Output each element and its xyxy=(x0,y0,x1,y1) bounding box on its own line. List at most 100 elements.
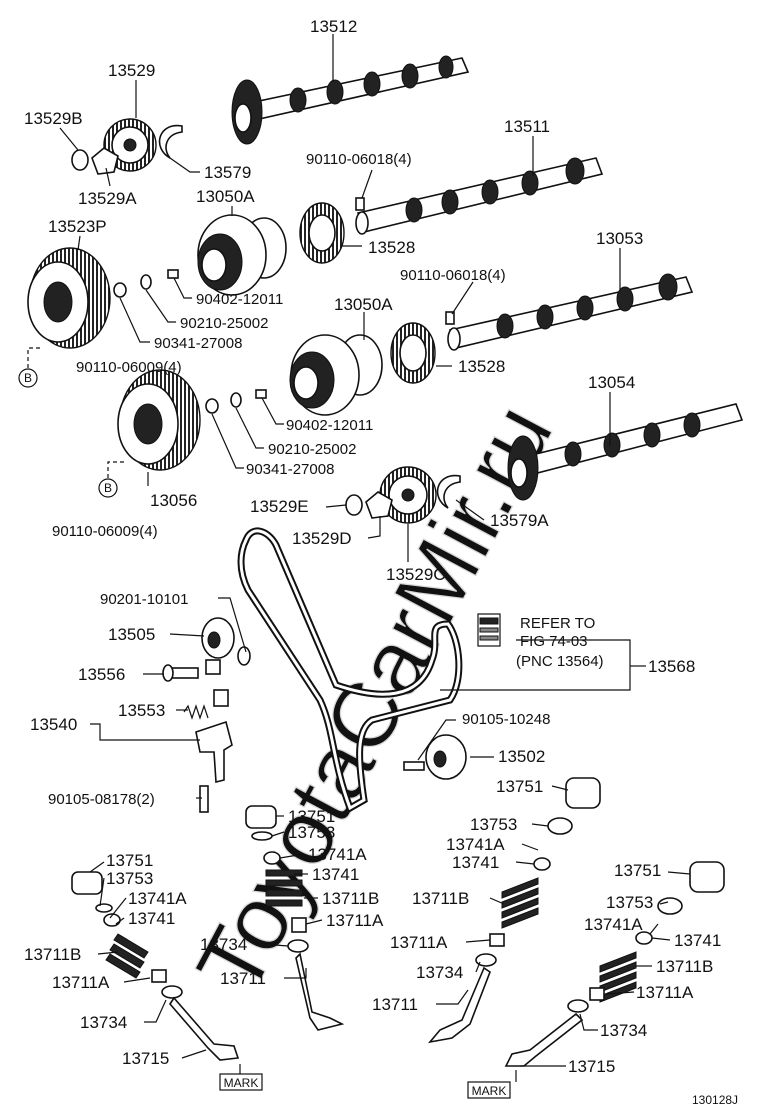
part-label: 13512 xyxy=(310,17,357,36)
part-label: 13751 xyxy=(288,807,335,826)
idler-13505[interactable] xyxy=(201,617,235,659)
pulley-13056[interactable] xyxy=(117,369,201,471)
part-label: 13711B xyxy=(656,957,713,976)
part-label: 90110-06018(4) xyxy=(306,151,412,168)
part-label: 90402-12011 xyxy=(286,417,373,434)
svg-text:MARK: MARK xyxy=(472,1084,507,1098)
part-label: 13711A xyxy=(326,911,384,930)
pulley-13523P[interactable] xyxy=(27,247,111,349)
circle-b-marker-bottom: B xyxy=(98,478,118,498)
bolt-90110-06018-mid[interactable] xyxy=(445,311,455,325)
part-label: 13711A xyxy=(390,933,448,952)
washer-90210-25002-top[interactable] xyxy=(140,274,152,290)
bolt-90402-12011-mid[interactable] xyxy=(255,389,267,399)
part-label: 13734 xyxy=(80,1013,127,1032)
bolt-90402-12011-top[interactable] xyxy=(167,269,179,279)
bolt-90341-27008-mid[interactable] xyxy=(205,398,219,414)
part-label: 13751 xyxy=(496,777,543,796)
part-label: 13056 xyxy=(150,491,197,510)
part-label: 13751 xyxy=(106,851,153,870)
tensioner-13540[interactable] xyxy=(195,720,233,784)
camshaft-13053[interactable] xyxy=(447,273,694,351)
part-label: 90402-12011 xyxy=(196,291,283,308)
part-label: 13556 xyxy=(78,665,125,684)
part-label: 13054 xyxy=(588,373,635,392)
vvt-unit-13050A-mid[interactable] xyxy=(289,334,383,416)
part-label: 13529E xyxy=(250,497,309,516)
part-label: 13502 xyxy=(498,747,545,766)
valve-stack-right-center[interactable] xyxy=(427,777,601,1044)
part-label: 13529D xyxy=(292,529,352,548)
washer-90210-25002-mid[interactable] xyxy=(230,392,242,408)
snap-ring-13529E[interactable] xyxy=(345,494,363,516)
part-label: 13741A xyxy=(128,889,187,908)
bolt-90105-08178[interactable] xyxy=(199,785,209,813)
part-label: 90210-25002 xyxy=(180,315,268,332)
part-label: 13528 xyxy=(458,357,505,376)
bolt-90341-27008-top[interactable] xyxy=(113,282,127,298)
snap-ring-13579[interactable] xyxy=(158,124,183,159)
part-label: 90341-27008 xyxy=(154,335,242,352)
bolt-90105-10248[interactable] xyxy=(403,761,425,771)
part-label: 13523P xyxy=(48,217,107,236)
washer-13529A[interactable] xyxy=(91,147,119,175)
part-label: 13734 xyxy=(416,963,463,982)
washer-90201-10101[interactable] xyxy=(237,646,251,666)
part-label: 13529C xyxy=(386,565,446,584)
svg-text:REFER TO: REFER TO xyxy=(520,615,595,632)
part-label: 13568 xyxy=(648,657,695,676)
camshaft-13054[interactable] xyxy=(507,403,744,501)
part-label: 90110-06018(4) xyxy=(400,267,506,284)
part-label: 13741 xyxy=(452,853,499,872)
part-label: 13711A xyxy=(636,983,694,1002)
part-label: 13529 xyxy=(108,61,155,80)
part-label: 13715 xyxy=(568,1057,615,1076)
diagram-id: 130128J xyxy=(692,1093,738,1107)
svg-text:B: B xyxy=(104,481,112,495)
snap-ring-13529B[interactable] xyxy=(71,149,89,171)
snap-ring-13579A[interactable] xyxy=(436,474,461,509)
b-link-lines xyxy=(27,347,124,478)
part-label: 13711 xyxy=(372,995,418,1014)
bolt-13556[interactable] xyxy=(162,659,221,682)
part-label: 13529B xyxy=(24,109,83,128)
mark-box-right: MARK xyxy=(467,1081,511,1099)
refer-note: REFER TO FIG 74-03 (PNC 13564) xyxy=(516,615,604,670)
part-label: 13553 xyxy=(118,701,165,720)
part-label: 13579A xyxy=(490,511,549,530)
gear-13529C[interactable] xyxy=(379,466,437,524)
vvt-unit-13050A-top[interactable] xyxy=(197,214,287,296)
part-label: 13540 xyxy=(30,715,77,734)
camshaft-13511[interactable] xyxy=(355,157,604,235)
part-label: 13741A xyxy=(584,915,643,934)
valve-stack-right[interactable] xyxy=(504,861,725,1067)
svg-text:MARK: MARK xyxy=(224,1076,259,1090)
spring-13553[interactable] xyxy=(183,689,229,720)
leader-lines xyxy=(59,34,691,1082)
valve-stack-left[interactable] xyxy=(71,871,240,1061)
part-label: 13741A xyxy=(308,845,367,864)
part-labels: 13512 13529 13529B 13579 13529A 13511 13… xyxy=(24,17,738,1107)
part-label: 13741 xyxy=(674,931,721,950)
part-label: 13505 xyxy=(108,625,155,644)
part-label: 90210-25002 xyxy=(268,441,356,458)
part-label: 13741A xyxy=(446,835,505,854)
part-label: 90341-27008 xyxy=(246,461,334,478)
camshaft-13512[interactable] xyxy=(231,55,470,145)
part-label: 90105-10248 xyxy=(462,711,550,728)
part-label: 90110-06009(4) xyxy=(52,523,158,540)
part-label: 13053 xyxy=(596,229,643,248)
part-label: 90110-06009(4) xyxy=(76,359,182,376)
part-label: 13579 xyxy=(204,163,251,182)
part-label: 13529A xyxy=(78,189,137,208)
part-label: 13715 xyxy=(122,1049,169,1068)
timing-belt-13568[interactable] xyxy=(237,527,463,814)
gear-13528-top[interactable] xyxy=(299,202,345,264)
circle-b-marker-top: B xyxy=(18,368,38,388)
idler-13502[interactable] xyxy=(425,734,467,780)
part-label: 13753 xyxy=(106,869,153,888)
gear-13528-mid[interactable] xyxy=(390,322,436,384)
washer-13529D[interactable] xyxy=(365,491,393,519)
bolt-90110-06018-top[interactable] xyxy=(355,197,365,211)
